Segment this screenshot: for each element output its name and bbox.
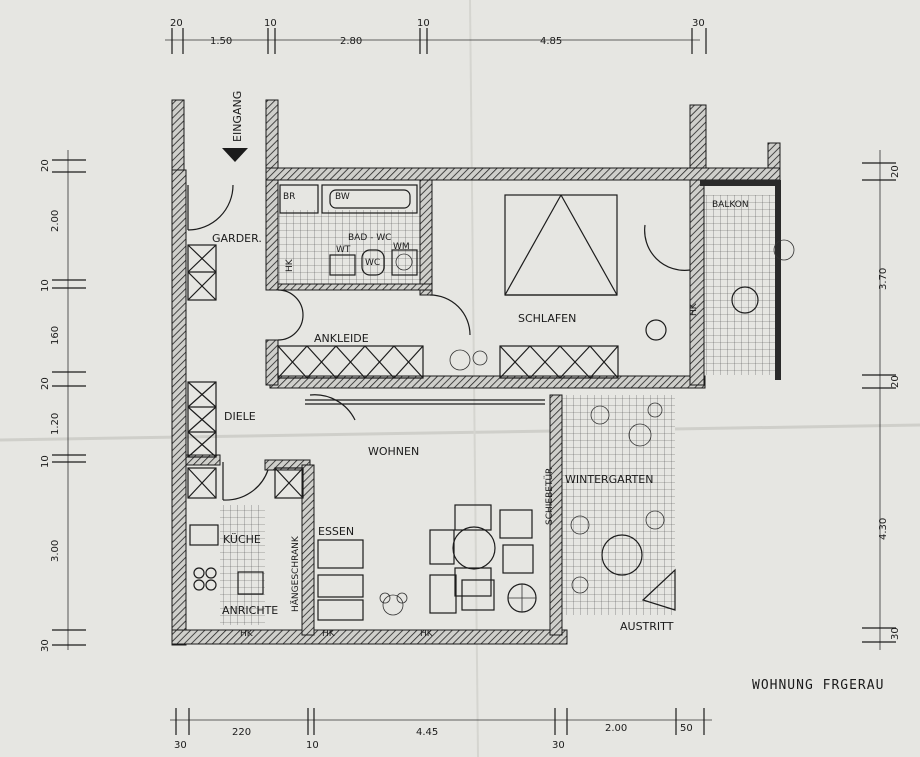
dim-top-2: 1.50 <box>210 36 232 47</box>
dim-top-5: 10 <box>417 18 430 29</box>
dim-bottom-4: 4.45 <box>416 727 438 738</box>
room-label-austritt: AUSTRITT <box>620 620 674 633</box>
dim-bottom-3: 10 <box>306 740 319 751</box>
dim-left-1: 20 <box>40 159 51 172</box>
room-label-haengeschrank: HÄNGESCHRANK <box>290 535 301 612</box>
room-label-wm: WM <box>393 242 410 252</box>
room-label-schiebetuer: SCHIEBETÜR <box>544 468 555 525</box>
room-label-bad-wc: BAD - WC <box>348 233 391 243</box>
dim-left-5: 20 <box>40 377 51 390</box>
dim-top-7: 30 <box>692 18 705 29</box>
room-label-hk-bath: HK <box>285 258 295 272</box>
dim-left-8: 3.00 <box>50 540 61 562</box>
dim-bottom-5: 30 <box>552 740 565 751</box>
room-label-wohnen: WOHNEN <box>368 445 419 458</box>
dim-bottom-1: 30 <box>174 740 187 751</box>
plan-title: WOHNUNG FRGERAU <box>752 678 884 693</box>
room-label-bw: BW <box>335 192 350 202</box>
plant-icon <box>379 239 795 616</box>
dim-right-2: 3.70 <box>878 268 889 290</box>
kitchen-fixtures <box>189 524 264 595</box>
dim-right-1: 20 <box>890 165 901 178</box>
dim-top-4: 2.80 <box>340 36 362 47</box>
heater-label-2: HK <box>322 629 336 639</box>
doors <box>187 184 545 501</box>
room-label-hk-bedroom: HK <box>689 302 699 316</box>
dim-top-6: 4.85 <box>540 36 562 47</box>
paper-fold <box>0 423 920 442</box>
dim-left-4: 160 <box>50 326 61 345</box>
room-label-garder: GARDER. <box>212 232 262 245</box>
dim-top-1: 20 <box>170 18 183 29</box>
dim-left-7: 10 <box>40 455 51 468</box>
room-label-ankleide: ANKLEIDE <box>314 332 369 345</box>
dimension-top: 20 1.50 10 2.80 10 4.85 30 <box>165 18 707 54</box>
heater-label-3: HK <box>420 629 434 639</box>
bed <box>504 194 667 341</box>
bathroom-fixtures <box>279 184 418 276</box>
dimension-right: 20 3.70 20 4.30 30 <box>862 150 901 650</box>
entrance-label: EINGANG <box>231 91 244 142</box>
entrance-arrow-icon <box>222 148 248 162</box>
wintergarden-furniture <box>601 224 759 611</box>
dim-right-4: 4.30 <box>878 518 889 540</box>
walls <box>171 99 781 646</box>
dim-bottom-7: 50 <box>680 723 693 734</box>
room-label-wintergarten: WINTERGARTEN <box>565 473 653 486</box>
dimension-bottom: 30 220 10 4.45 30 2.00 50 <box>170 708 712 751</box>
room-label-essen: ESSEN <box>318 525 354 538</box>
room-label-anrichte: ANRICHTE <box>222 604 278 617</box>
dim-bottom-6: 2.00 <box>605 723 627 734</box>
room-label-balkon: BALKON <box>712 200 749 210</box>
room-label-wc: WC <box>365 258 380 268</box>
room-label-kueche: KÜCHE <box>223 533 261 546</box>
dim-right-3: 20 <box>890 375 901 388</box>
kitchen-tile-floor <box>220 505 265 625</box>
dimension-left: 20 2.00 10 160 20 1.20 10 3.00 30 <box>40 150 86 652</box>
dim-left-3: 10 <box>40 279 51 292</box>
heater-label-1: HK <box>240 629 254 639</box>
room-label-diele: DIELE <box>224 410 256 423</box>
dim-right-5: 30 <box>890 627 901 640</box>
dining-table <box>317 504 537 621</box>
room-label-schlafen: SCHLAFEN <box>518 312 576 325</box>
dim-top-3: 10 <box>264 18 277 29</box>
dim-left-2: 2.00 <box>50 210 61 232</box>
room-label-wt: WT <box>336 245 351 255</box>
dim-bottom-2: 220 <box>232 727 251 738</box>
dim-left-9: 30 <box>40 639 51 652</box>
dim-left-6: 1.20 <box>50 413 61 435</box>
room-label-br: BR <box>283 192 295 202</box>
wardrobes <box>187 244 619 499</box>
balcony-tile-floor <box>695 195 775 375</box>
